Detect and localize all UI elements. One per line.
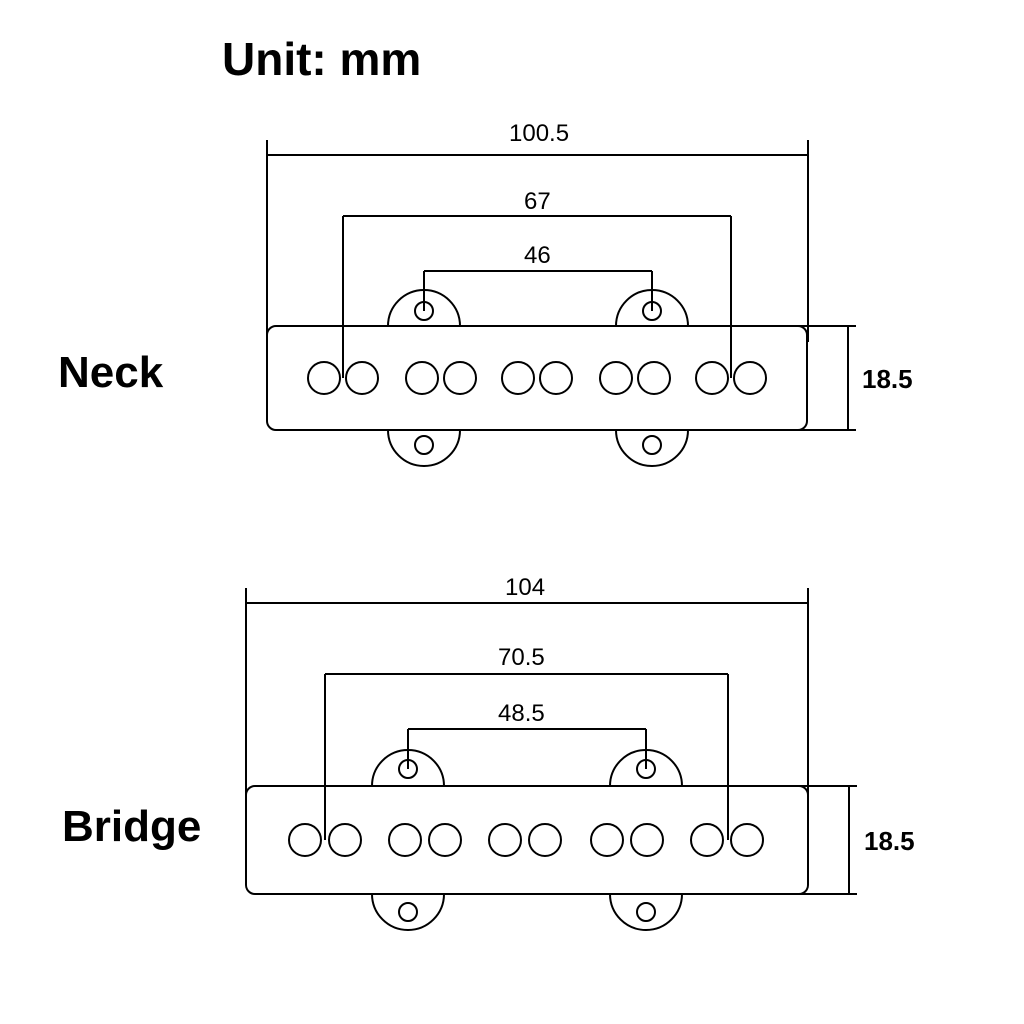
neck-pole-piece-4: [443, 361, 477, 395]
bridge-pole-piece-1: [288, 823, 322, 857]
bridge-height-label: 18.5: [864, 826, 915, 856]
bridge-pole-piece-3: [388, 823, 422, 857]
bridge-pole-piece-5: [488, 823, 522, 857]
neck-pole-piece-9: [695, 361, 729, 395]
bridge-pole-piece-7: [590, 823, 624, 857]
bridge-overall-length-label: 104: [505, 574, 546, 601]
neck-height-label: 18.5: [862, 364, 913, 394]
neck-pole-piece-10: [733, 361, 767, 395]
neck-bottom-mount-hole-1: [414, 435, 434, 455]
neck-label: Neck: [58, 348, 164, 397]
bridge-pole-piece-6: [528, 823, 562, 857]
bridge-pole-piece-9: [690, 823, 724, 857]
neck-pole-piece-2: [345, 361, 379, 395]
bridge-outer-spacing-label: 70.5: [498, 644, 545, 671]
neck-pole-piece-1: [307, 361, 341, 395]
neck-overall-length-label: 100.5: [509, 120, 570, 147]
bridge-pickup-body: [245, 785, 809, 895]
neck-mount-spacing-label: 46: [524, 242, 551, 269]
bridge-pole-piece-4: [428, 823, 462, 857]
bridge-pole-piece-8: [630, 823, 664, 857]
neck-pole-piece-3: [405, 361, 439, 395]
neck-pole-piece-8: [637, 361, 671, 395]
neck-pole-piece-5: [501, 361, 535, 395]
unit-title: Unit: mm: [222, 33, 422, 85]
bridge-bottom-mount-hole-2: [636, 902, 656, 922]
bridge-mount-spacing-label: 48.5: [498, 700, 545, 727]
bridge-pole-piece-2: [328, 823, 362, 857]
bridge-label: Bridge: [62, 802, 202, 851]
neck-bottom-mount-hole-2: [642, 435, 662, 455]
neck-pole-piece-6: [539, 361, 573, 395]
neck-pickup-body: [266, 325, 808, 431]
bridge-bottom-mount-hole-1: [398, 902, 418, 922]
bridge-pole-piece-10: [730, 823, 764, 857]
neck-pole-piece-7: [599, 361, 633, 395]
neck-outer-spacing-label: 67: [524, 188, 551, 215]
